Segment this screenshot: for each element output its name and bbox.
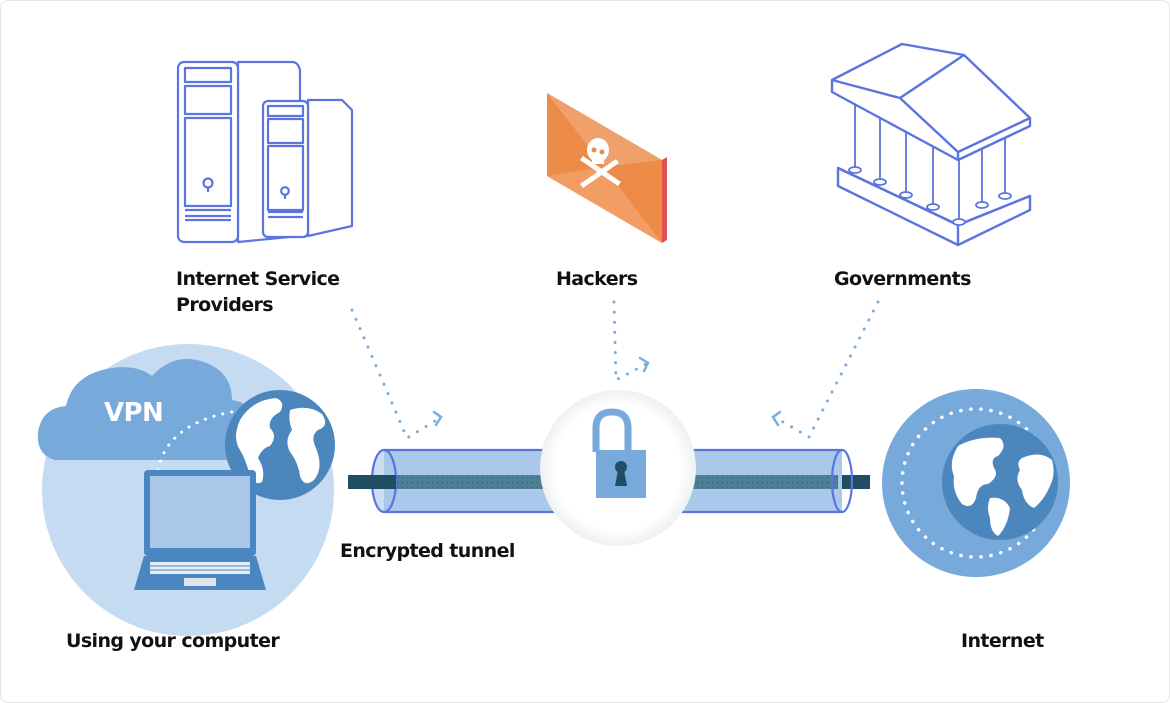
wifi-signal-icon [1049, 392, 1093, 437]
server-towers-icon [176, 60, 354, 244]
isp-label-line2: Providers [176, 294, 274, 316]
tunnel-label: Encrypted tunnel [340, 540, 515, 562]
government-leak-path [774, 300, 880, 440]
encrypted-tunnel [348, 390, 870, 546]
laptop-icon [134, 470, 266, 590]
governments-label: Governments [834, 268, 971, 290]
isp-label-line1: Internet Service [176, 268, 340, 290]
hacker-leak-path [612, 300, 648, 383]
padlock-icon [592, 408, 646, 498]
vpn-cloud-icon [37, 359, 258, 460]
isp-leak-path [350, 308, 442, 441]
globe-icon [942, 424, 1058, 540]
government-building-icon [830, 42, 1032, 247]
vpn-cloud-label: VPN [104, 398, 164, 428]
hackers-label: Hackers [556, 268, 638, 290]
internet-label: Internet [961, 630, 1044, 652]
user-label: Using your computer [66, 630, 280, 652]
user-group [37, 344, 335, 636]
skull-crossbones-envelope-icon [547, 93, 667, 243]
dotted-leak-paths [350, 300, 880, 441]
isp-label: Internet Service Providers [176, 266, 340, 318]
internet-group [882, 389, 1093, 577]
